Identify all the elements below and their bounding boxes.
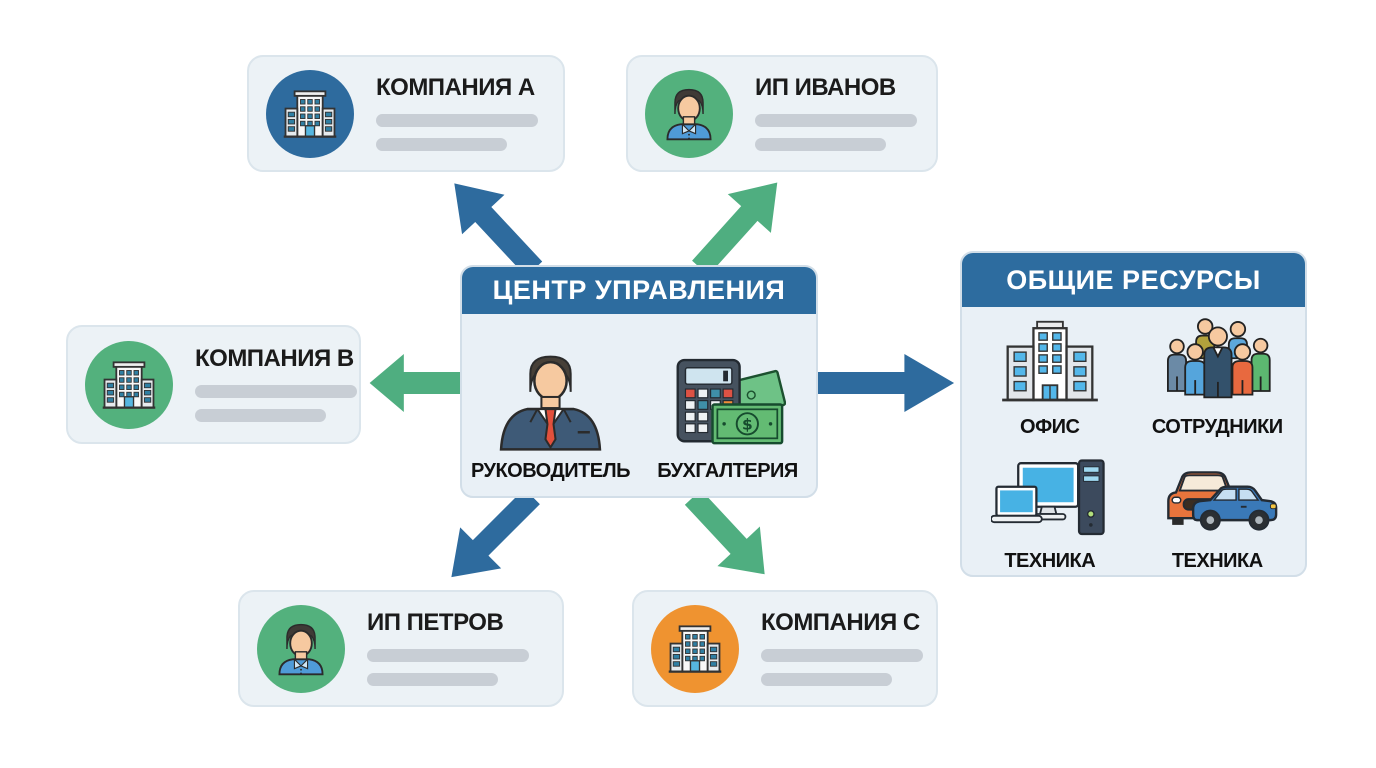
card-title: ИП ПЕТРОВ	[367, 609, 504, 636]
resource-vehicles: ТЕХНИКА	[1134, 453, 1302, 573]
text-placeholder-bar	[755, 114, 917, 127]
text-placeholder-bar	[367, 649, 529, 662]
card-company-c: КОМПАНИЯ С	[632, 590, 938, 707]
company-c-badge	[651, 604, 739, 693]
company-a-badge	[266, 69, 354, 158]
card-title: КОМПАНИЯ А	[376, 74, 535, 101]
dollar-sign: $	[741, 416, 752, 434]
ip-ivanov-avatar	[645, 69, 733, 158]
computers-icon	[990, 459, 1105, 536]
resource-employees: СОТРУДНИКИ	[1134, 318, 1302, 439]
card-title: КОМПАНИЯ С	[761, 609, 920, 636]
control-center-header: ЦЕНТР УПРАВЛЕНИЯ	[462, 267, 816, 314]
office-building-icon	[1001, 320, 1098, 402]
arrow-to-ip-petrov	[451, 488, 540, 578]
card-title: ИП ИВАНОВ	[755, 74, 896, 101]
company-b-badge	[85, 340, 173, 429]
people-group-icon	[1167, 318, 1271, 399]
building-icon	[668, 624, 722, 673]
text-placeholder-bar	[755, 138, 886, 151]
control-center-panel: ЦЕНТР УПРАВЛЕНИЯ РУКОВОДИТЕЛЬ	[460, 265, 818, 498]
card-title: КОМПАНИЯ В	[195, 345, 354, 372]
calculator-money-icon: $	[676, 358, 786, 445]
text-placeholder-bar	[195, 409, 326, 422]
accounting-item: $ БУХГАЛТЕРИЯ	[639, 314, 816, 494]
accounting-label: БУХГАЛТЕРИЯ	[657, 460, 798, 482]
cars-icon	[1167, 471, 1278, 531]
shared-resources-title: ОБЩИЕ РЕСУРСЫ	[1006, 264, 1261, 295]
text-placeholder-bar	[761, 649, 923, 662]
text-placeholder-bar	[376, 114, 538, 127]
building-icon	[283, 89, 337, 138]
control-center-title: ЦЕНТР УПРАВЛЕНИЯ	[492, 275, 786, 305]
shared-resources-panel: ОБЩИЕ РЕСУРСЫ	[960, 251, 1307, 577]
resource-label-computers: ТЕХНИКА	[1004, 550, 1096, 572]
arrow-to-company-c	[684, 489, 765, 575]
arrow-to-company-a	[454, 183, 543, 277]
ip-petrov-avatar	[257, 604, 345, 693]
resource-office: ОФИС	[966, 319, 1134, 439]
manager-item: РУКОВОДИТЕЛЬ	[462, 314, 639, 494]
text-placeholder-bar	[761, 673, 892, 686]
arrow-to-resources	[817, 354, 955, 412]
resource-label-vehicles: ТЕХНИКА	[1171, 550, 1263, 572]
card-ip-ivanov: ИП ИВАНОВ	[626, 55, 938, 172]
text-placeholder-bar	[367, 673, 498, 686]
arrow-to-company-b	[369, 354, 464, 412]
text-placeholder-bar	[376, 138, 507, 151]
resource-label-employees: СОТРУДНИКИ	[1151, 416, 1283, 438]
text-placeholder-bar	[195, 385, 357, 398]
card-company-b: КОМПАНИЯ В	[66, 325, 361, 444]
person-icon	[278, 623, 324, 675]
resource-computers: ТЕХНИКА	[966, 453, 1134, 573]
arrow-to-ip-ivanov	[692, 182, 778, 276]
manager-icon	[499, 355, 601, 451]
resource-label-office: ОФИС	[1020, 416, 1080, 438]
card-company-a: КОМПАНИЯ А	[247, 55, 565, 172]
card-ip-petrov: ИП ПЕТРОВ	[238, 590, 564, 707]
manager-label: РУКОВОДИТЕЛЬ	[470, 460, 631, 482]
shared-resources-header: ОБЩИЕ РЕСУРСЫ	[962, 253, 1305, 307]
building-icon	[102, 360, 156, 409]
person-icon	[666, 88, 712, 140]
